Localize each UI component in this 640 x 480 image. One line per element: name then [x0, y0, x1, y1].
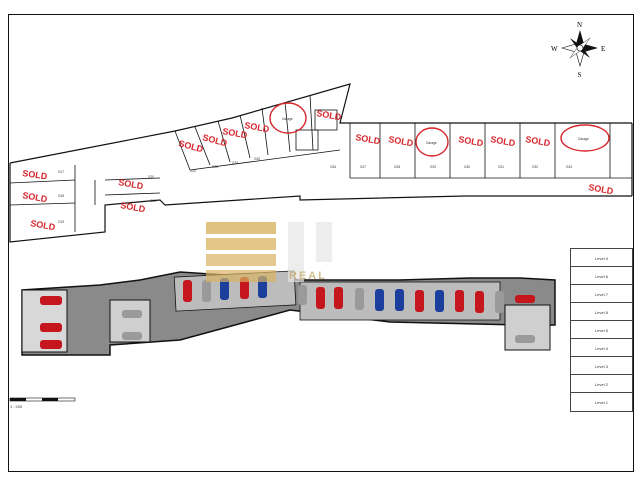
sold-stamp: SOLD [316, 108, 343, 122]
garage-code: G18 [58, 194, 64, 198]
garage-codes: G17 G18 G19 G20 G21 G22 G23 G24 G25 G26 … [58, 157, 572, 224]
car [415, 290, 424, 312]
garage-code: G20 [148, 175, 154, 179]
sold-stamp: SOLD [120, 200, 147, 214]
sold-stamp: SOLD [22, 190, 49, 204]
compass-s: S [578, 71, 582, 79]
sold-stamp: SOLD [458, 134, 485, 148]
scale-text: 1 : 200 [10, 404, 23, 409]
garage-label-2: Garage [426, 141, 437, 145]
car [316, 287, 325, 309]
garage-code: G19 [58, 220, 64, 224]
car [40, 323, 62, 332]
car [122, 332, 142, 340]
garage-code: G22 [190, 169, 196, 173]
parked-cars [40, 276, 535, 349]
car [475, 291, 484, 313]
level-box: Level 6 [570, 266, 633, 286]
car [298, 285, 307, 305]
garage-code: G26 [330, 165, 336, 169]
car [122, 310, 142, 318]
level-box: Level 3 [570, 356, 633, 376]
level-box: Level 4 [570, 248, 633, 268]
sold-stamp: SOLD [244, 120, 271, 134]
level-box: Level 8 [570, 302, 633, 322]
car [202, 280, 211, 302]
compass-w: W [551, 45, 558, 53]
scale-bar [9, 397, 76, 402]
car [334, 287, 343, 309]
car [455, 290, 464, 312]
compass-n: N [577, 21, 582, 29]
sold-stamp: SOLD [22, 168, 49, 181]
garage-code: G28 [394, 165, 400, 169]
compass-rose: N S W E [551, 21, 605, 79]
sold-stamp: SOLD [388, 134, 415, 148]
sold-stamps: SOLD SOLD SOLD SOLD SOLD SOLD SOLD SOLD … [22, 108, 615, 232]
car [240, 277, 249, 299]
sold-stamp: SOLD [588, 182, 615, 196]
garage-code: G31 [498, 165, 504, 169]
car [395, 289, 404, 311]
level-box: Level 4 [570, 338, 633, 358]
level-box: Level 1 [570, 392, 633, 412]
level-box: Level 7 [570, 284, 633, 304]
sold-stamp: SOLD [118, 177, 145, 191]
garage-code: G17 [58, 170, 64, 174]
garage-code: G33 [566, 165, 572, 169]
sold-stamp: SOLD [525, 134, 552, 148]
car [495, 291, 504, 313]
garage-code: G30 [464, 165, 470, 169]
sold-stamp: SOLD [30, 218, 57, 232]
garage-code: G29 [430, 165, 436, 169]
watermark-text: REAL [289, 270, 327, 282]
car [515, 295, 535, 303]
sold-stamp: SOLD [222, 126, 249, 140]
garage-label-1: Garage [282, 117, 293, 121]
car [40, 340, 62, 349]
garage-code: G32 [532, 165, 538, 169]
watermark-logo [206, 222, 332, 282]
drawing-frame [8, 14, 634, 472]
car [515, 335, 535, 343]
car [355, 288, 364, 310]
compass-e: E [601, 45, 605, 53]
sold-stamp: SOLD [355, 132, 382, 146]
upper-floor-plan [9, 83, 633, 243]
sold-stamp: SOLD [490, 134, 517, 148]
car [220, 278, 229, 300]
garage-code: G21 [150, 199, 156, 203]
car [40, 296, 62, 305]
garage-code: G25 [254, 157, 260, 161]
garage-code: G27 [360, 165, 366, 169]
car [375, 289, 384, 311]
highlight-circles [269, 102, 610, 157]
level-box: Level 5 [570, 320, 633, 340]
garage-code: G24 [232, 161, 238, 165]
garage-code: G23 [212, 165, 218, 169]
level-box: Level 2 [570, 374, 633, 394]
car [435, 290, 444, 312]
garage-label-3: Garage [578, 137, 589, 141]
car [183, 280, 192, 302]
